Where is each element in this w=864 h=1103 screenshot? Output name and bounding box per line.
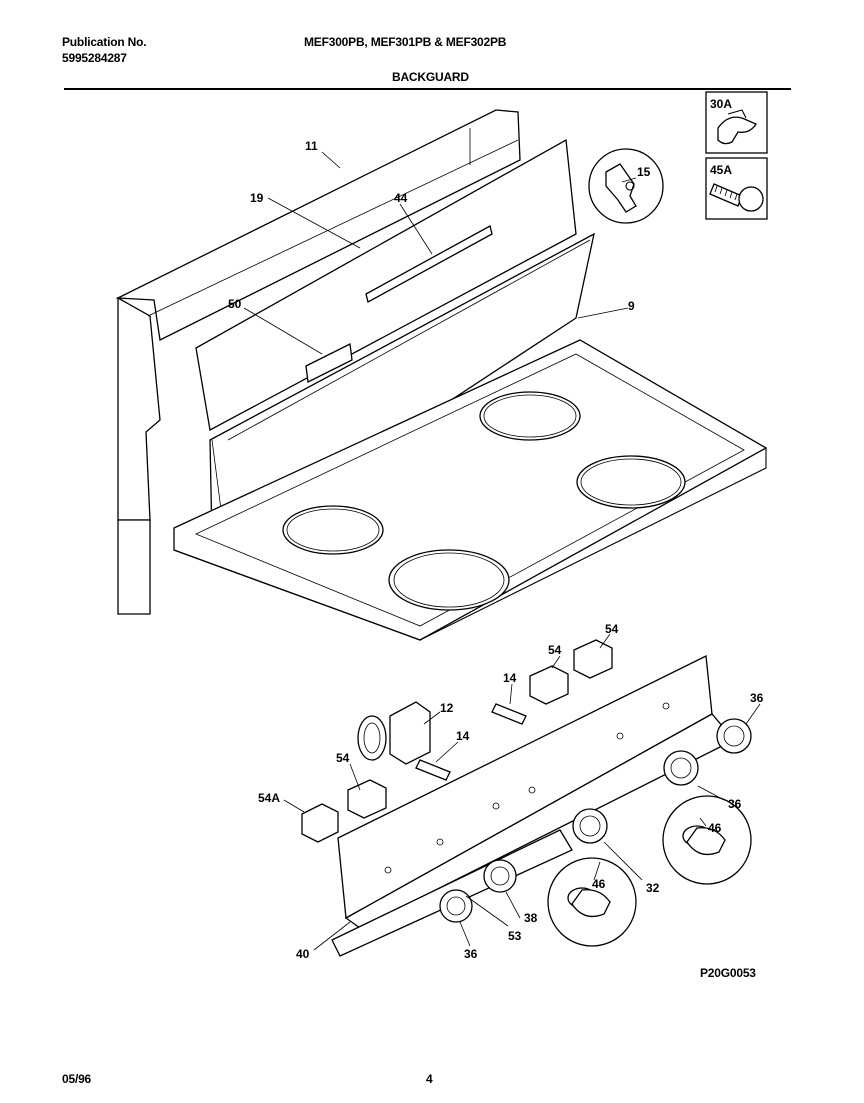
drawing-code: P20G0053 [700,966,756,980]
inset-45A [705,157,768,220]
timer-and-lamps [357,701,527,781]
callout-15: 15 [637,165,651,179]
callout-11: 11 [305,139,318,153]
callout-14-lower: 14 [456,729,470,743]
callout-9: 9 [628,299,635,313]
section-title: BACKGUARD [392,70,469,84]
glass-panel [195,138,577,431]
inset-30A [705,91,768,154]
callout-32: 32 [646,881,660,895]
callout-19: 19 [250,191,264,205]
callout-12: 12 [440,701,454,715]
knobs [439,718,752,923]
header-rule [64,88,791,90]
callout-53: 53 [508,929,522,943]
callout-44: 44 [394,191,408,205]
callout-38: 38 [524,911,538,925]
switches [301,639,613,843]
callout-36-top: 36 [750,691,764,705]
publication-number: 5995284287 [62,51,127,65]
publication-label: Publication No. [62,35,147,49]
callout-50: 50 [228,297,242,311]
callout-36-bottom: 36 [464,947,478,961]
callout-14-upper: 14 [503,671,517,685]
footer-date: 05/96 [62,1072,92,1086]
inset-46-knobs [547,795,752,947]
callout-46-right: 46 [708,821,722,835]
inset-15-bracket [588,148,664,224]
backguard-panel [115,109,521,615]
model-numbers: MEF300PB, MEF301PB & MEF302PB [304,35,507,49]
callout-45A: 45A [710,163,732,177]
callout-54-right: 54 [605,622,619,636]
callout-40: 40 [296,947,310,961]
callout-30A: 30A [710,97,732,111]
callout-36-right: 36 [728,797,742,811]
callout-54-middle: 54 [548,643,562,657]
cooktop [173,339,768,641]
callout-54-left: 54 [336,751,350,765]
page-number: 4 [426,1072,433,1086]
callout-46-left: 46 [592,877,606,891]
leader-lines [243,151,761,951]
callout-labels: 30A 45A 15 11 19 44 50 9 54 54 14 12 14 … [228,97,764,961]
callout-54A: 54A [258,791,280,805]
